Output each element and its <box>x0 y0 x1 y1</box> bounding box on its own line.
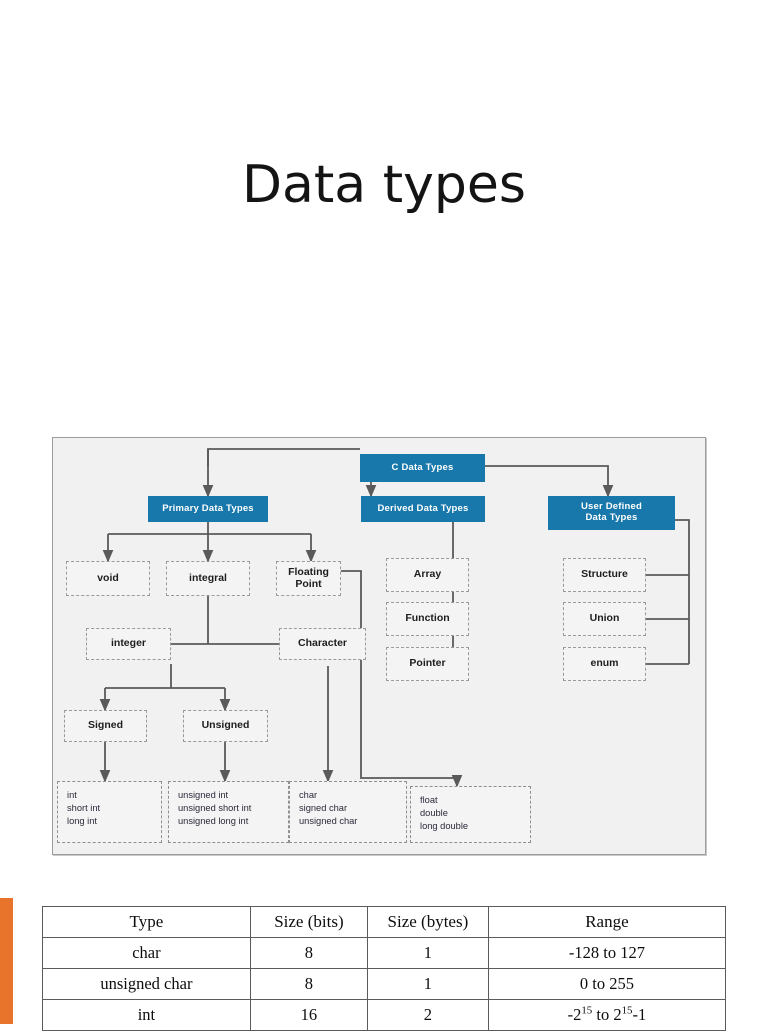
range-part: to 2 <box>592 1005 622 1024</box>
node-label: Pointer <box>409 657 446 670</box>
node-label: enum <box>590 657 619 670</box>
cell-range-exponential: -215 to 215-1 <box>487 999 727 1031</box>
node-label: Unsigned <box>201 719 250 732</box>
cell-bytes: 1 <box>367 937 489 969</box>
cell-type: unsigned char <box>42 968 251 1000</box>
leaf-unsigned-types[interactable]: unsigned int unsigned short int unsigned… <box>168 781 289 843</box>
node-label: Structure <box>581 568 628 581</box>
range-superscript: 15 <box>621 1004 633 1017</box>
cell-bytes: 1 <box>367 968 489 1000</box>
node-integral[interactable]: integral <box>166 561 250 596</box>
node-function[interactable]: Function <box>386 602 469 636</box>
node-label: Character <box>297 637 348 650</box>
leaf-item: double <box>420 808 448 819</box>
page-title: Data types <box>242 155 526 215</box>
node-label: Signed <box>87 719 123 732</box>
cell-bits: 8 <box>249 968 369 1000</box>
node-character[interactable]: Character <box>279 628 366 660</box>
node-label: Array <box>413 568 442 581</box>
leaf-floating-types[interactable]: float double long double <box>410 786 531 843</box>
node-label-line1: Floating <box>288 565 329 578</box>
node-label: void <box>97 571 119 584</box>
table-row: char 8 1 -128 to 127 <box>42 937 727 969</box>
column-header-size-bits: Size (bits) <box>249 906 369 938</box>
node-structure[interactable]: Structure <box>563 558 646 592</box>
node-label: C Data Types <box>391 461 454 473</box>
node-floating-point[interactable]: Floating Point <box>276 561 341 596</box>
leaf-item: float <box>420 795 438 805</box>
column-header-range: Range <box>487 906 727 938</box>
table-header-row: Type Size (bits) Size (bytes) Range <box>42 906 727 938</box>
cell-type: int <box>42 999 251 1031</box>
leaf-item: signed char <box>299 803 348 814</box>
cell-range: 0 to 255 <box>487 968 727 1000</box>
node-label: integral <box>189 571 227 584</box>
data-types-size-table: Type Size (bits) Size (bytes) Range char… <box>42 906 727 1031</box>
node-enum[interactable]: enum <box>563 647 646 681</box>
cell-bytes: 2 <box>367 999 489 1031</box>
cell-type: char <box>42 937 251 969</box>
node-label: Function <box>405 612 450 625</box>
node-c-data-types[interactable]: C Data Types <box>360 454 485 482</box>
leaf-item: unsigned char <box>299 816 358 827</box>
column-header-size-bytes: Size (bytes) <box>367 906 489 938</box>
range-superscript: 15 <box>581 1004 593 1017</box>
table-row: int 16 2 -215 to 215-1 <box>42 999 727 1031</box>
node-signed[interactable]: Signed <box>64 710 147 742</box>
range-part: -1 <box>632 1005 647 1024</box>
node-unsigned[interactable]: Unsigned <box>183 710 268 742</box>
cell-bits: 16 <box>249 999 369 1031</box>
node-pointer[interactable]: Pointer <box>386 647 469 681</box>
node-label-line2: Data Types <box>585 512 638 523</box>
leaf-signed-types[interactable]: int short int long int <box>57 781 162 843</box>
c-data-types-diagram: C Data Types Primary Data Types Derived … <box>52 437 706 855</box>
node-label: integer <box>110 637 146 650</box>
node-label: Primary Data Types <box>162 502 254 514</box>
node-user-defined-data-types[interactable]: User Defined Data Types <box>548 496 675 530</box>
node-label-line2: Point <box>295 577 322 590</box>
leaf-item: unsigned int <box>178 790 229 800</box>
node-derived-data-types[interactable]: Derived Data Types <box>361 496 485 522</box>
node-label-line1: User Defined <box>580 501 642 513</box>
range-part: -2 <box>567 1005 582 1024</box>
accent-bar <box>0 898 13 1024</box>
leaf-item: long double <box>420 821 469 832</box>
leaf-item: short int <box>67 803 101 814</box>
node-primary-data-types[interactable]: Primary Data Types <box>148 496 268 522</box>
leaf-item: unsigned short int <box>178 803 252 814</box>
leaf-item: int <box>67 790 77 800</box>
node-label: Union <box>589 612 620 625</box>
table-row: unsigned char 8 1 0 to 255 <box>42 968 727 1000</box>
node-integer[interactable]: integer <box>86 628 171 660</box>
node-label: Derived Data Types <box>377 502 469 514</box>
node-union[interactable]: Union <box>563 602 646 636</box>
column-header-type: Type <box>42 906 251 938</box>
leaf-character-types[interactable]: char signed char unsigned char <box>289 781 407 843</box>
node-array[interactable]: Array <box>386 558 469 592</box>
node-void[interactable]: void <box>66 561 150 596</box>
leaf-item: unsigned long int <box>178 816 249 827</box>
leaf-item: long int <box>67 816 97 827</box>
leaf-item: char <box>299 790 318 800</box>
cell-bits: 8 <box>249 937 369 969</box>
cell-range: -128 to 127 <box>487 937 727 969</box>
